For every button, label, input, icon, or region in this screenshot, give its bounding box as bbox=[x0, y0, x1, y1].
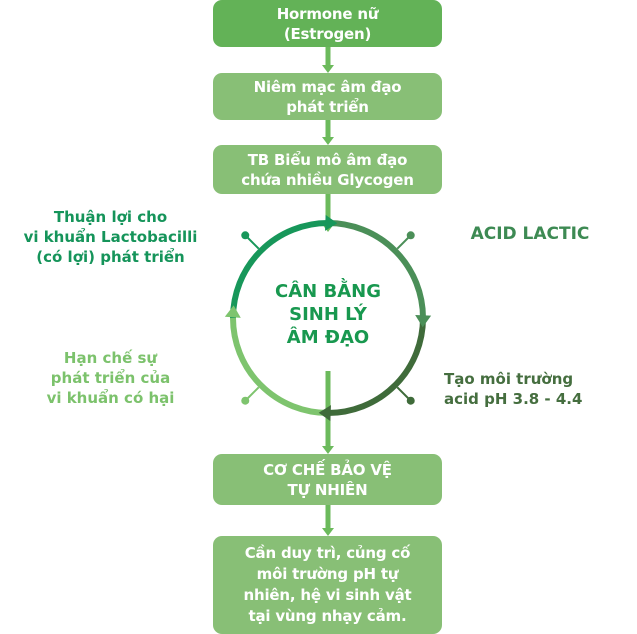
cycle-arcs bbox=[224, 214, 432, 422]
arrow-top-icon bbox=[325, 214, 338, 231]
flow-box-text: Niêm mạc âm đạo phát triển bbox=[253, 77, 402, 116]
flow-box-hormone: Hormone nữ (Estrogen) bbox=[213, 0, 442, 47]
connector-arrow-icon bbox=[322, 65, 334, 73]
pin-top-right-dot-icon bbox=[406, 231, 415, 240]
pin-top-left-dot-icon bbox=[241, 231, 250, 240]
flow-box-mucosa: Niêm mạc âm đạo phát triển bbox=[213, 73, 442, 120]
flow-box-maintain: Cần duy trì, củng cố môi trường pH tự nh… bbox=[213, 536, 442, 634]
center-label: CÂN BẰNG SINH LÝ ÂM ĐẠO bbox=[275, 281, 381, 348]
pin-bottom-left-dot-icon bbox=[241, 396, 250, 405]
flow-box-protection: CƠ CHẾ BẢO VỆ TỰ NHIÊN bbox=[213, 454, 442, 505]
label-acid-ph: Tạo môi trường acid pH 3.8 - 4.4 bbox=[444, 370, 583, 408]
pin-bottom-right-dot-icon bbox=[406, 396, 415, 405]
label-inhibit-harmful: Hạn chế sự phát triển của vi khuẩn có hạ… bbox=[46, 349, 175, 407]
arrow-right-icon bbox=[415, 315, 432, 328]
arrow-bottom-icon bbox=[318, 405, 331, 422]
flow-box-glycogen: TB Biểu mô âm đạo chứa nhiều Glycogen bbox=[213, 145, 442, 194]
connector-arrow-icon bbox=[322, 137, 334, 145]
label-lactobacilli: Thuận lợi cho vi khuẩn Lactobacilli (có … bbox=[23, 208, 198, 266]
flow-box-text: Cần duy trì, củng cố môi trường pH tự nh… bbox=[243, 544, 412, 625]
arc-top-left bbox=[230, 220, 329, 319]
flow-box-text: CƠ CHẾ BẢO VỆ TỰ NHIÊN bbox=[263, 460, 392, 499]
connector-arrow-icon bbox=[322, 446, 334, 454]
arrow-left-icon bbox=[224, 305, 241, 318]
pin-decorations bbox=[241, 231, 415, 405]
arc-bottom-left bbox=[230, 317, 329, 416]
flow-box-text: Hormone nữ (Estrogen) bbox=[276, 4, 379, 43]
connector-arrow-icon bbox=[322, 528, 334, 536]
label-acid-lactic: ACID LACTIC bbox=[470, 224, 590, 244]
arc-top-right bbox=[327, 220, 426, 319]
arc-bottom-right bbox=[327, 317, 426, 416]
flow-box-text: TB Biểu mô âm đạo chứa nhiều Glycogen bbox=[241, 150, 414, 189]
